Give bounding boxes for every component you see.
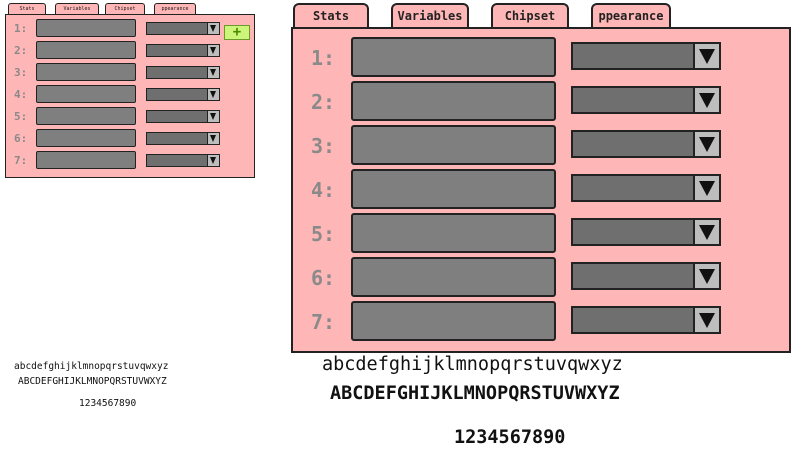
chevron-down-icon[interactable] bbox=[207, 155, 219, 166]
stats-panel: 1: 2: 3: 4: 5: 6: 7: bbox=[291, 27, 791, 353]
row-number: 7: bbox=[14, 154, 28, 167]
stat-row: 2: bbox=[293, 81, 789, 125]
chevron-down-icon[interactable] bbox=[693, 264, 719, 288]
tab-appearance[interactable]: ppearance bbox=[591, 3, 671, 27]
small-editor-panel: Stats Variables Chipset ppearance 1: + 2… bbox=[5, 3, 255, 178]
stat-row: 6: bbox=[293, 257, 789, 301]
small-font-sample-uppercase: ABCDEFGHIJKLMNOPQRSTUVWXYZ bbox=[18, 376, 167, 387]
stat-value-field[interactable] bbox=[36, 85, 136, 103]
stat-value-field[interactable] bbox=[351, 37, 556, 77]
row-number: 4: bbox=[311, 178, 336, 202]
chevron-down-icon[interactable] bbox=[207, 23, 219, 34]
stat-row: 5: bbox=[293, 213, 789, 257]
small-stat-row: 5: bbox=[6, 107, 254, 129]
stat-row: 3: bbox=[293, 125, 789, 169]
stat-type-select[interactable] bbox=[571, 174, 721, 202]
row-number: 6: bbox=[311, 266, 336, 290]
stat-value-field[interactable] bbox=[351, 301, 556, 341]
row-number: 5: bbox=[311, 222, 336, 246]
stat-type-select[interactable] bbox=[146, 132, 220, 145]
add-button[interactable]: + bbox=[224, 25, 250, 40]
row-number: 5: bbox=[14, 110, 28, 123]
chevron-down-icon[interactable] bbox=[693, 308, 719, 332]
small-stat-row: 2: bbox=[6, 41, 254, 63]
stat-type-select[interactable] bbox=[571, 262, 721, 290]
small-stat-row: 7: bbox=[6, 151, 254, 173]
stat-value-field[interactable] bbox=[36, 19, 136, 37]
stat-value-field[interactable] bbox=[36, 63, 136, 81]
small-font-sample-digits: 1234567890 bbox=[79, 398, 137, 409]
row-number: 7: bbox=[311, 310, 336, 334]
stat-type-select[interactable] bbox=[146, 66, 220, 79]
stat-row: 4: bbox=[293, 169, 789, 213]
chevron-down-icon[interactable] bbox=[693, 176, 719, 200]
small-tab-variables[interactable]: Variables bbox=[55, 3, 99, 14]
small-tab-stats[interactable]: Stats bbox=[8, 3, 46, 14]
stat-type-select[interactable] bbox=[571, 130, 721, 158]
large-editor-panel: Stats Variables Chipset ppearance 1: 2: … bbox=[291, 3, 791, 353]
chevron-down-icon[interactable] bbox=[207, 133, 219, 144]
chevron-down-icon[interactable] bbox=[207, 111, 219, 122]
chevron-down-icon[interactable] bbox=[693, 220, 719, 244]
small-tab-chipset[interactable]: Chipset bbox=[105, 3, 145, 14]
stat-type-select[interactable] bbox=[146, 154, 220, 167]
tab-variables[interactable]: Variables bbox=[391, 3, 469, 27]
chevron-down-icon[interactable] bbox=[207, 89, 219, 100]
font-sample-digits: 1234567890 bbox=[454, 427, 566, 448]
stat-row: 7: bbox=[293, 301, 789, 345]
chevron-down-icon[interactable] bbox=[693, 88, 719, 112]
stat-value-field[interactable] bbox=[36, 107, 136, 125]
stat-type-select[interactable] bbox=[146, 110, 220, 123]
stat-value-field[interactable] bbox=[36, 129, 136, 147]
row-number: 2: bbox=[14, 44, 28, 57]
stat-row: 1: bbox=[293, 37, 789, 81]
row-number: 2: bbox=[311, 90, 336, 114]
stat-value-field[interactable] bbox=[351, 169, 556, 209]
stat-value-field[interactable] bbox=[351, 213, 556, 253]
stat-type-select[interactable] bbox=[146, 88, 220, 101]
chevron-down-icon[interactable] bbox=[693, 44, 719, 68]
small-font-sample-lowercase: abcdefghijklmnopqrstuvqwxyz bbox=[14, 361, 169, 372]
stat-type-select[interactable] bbox=[571, 86, 721, 114]
stat-type-select[interactable] bbox=[146, 44, 220, 57]
stat-value-field[interactable] bbox=[351, 257, 556, 297]
stat-type-select[interactable] bbox=[571, 306, 721, 334]
font-sample-lowercase: abcdefghijklmnopqrstuvqwxyz bbox=[322, 354, 623, 375]
stat-value-field[interactable] bbox=[36, 41, 136, 59]
row-number: 1: bbox=[14, 22, 28, 35]
small-stat-row: 6: bbox=[6, 129, 254, 151]
row-number: 3: bbox=[311, 134, 336, 158]
stat-type-select[interactable] bbox=[571, 218, 721, 246]
small-tab-appearance[interactable]: ppearance bbox=[154, 3, 196, 14]
row-number: 6: bbox=[14, 132, 28, 145]
small-stat-row: 4: bbox=[6, 85, 254, 107]
stat-value-field[interactable] bbox=[351, 125, 556, 165]
small-stat-row: 3: bbox=[6, 63, 254, 85]
chevron-down-icon[interactable] bbox=[207, 67, 219, 78]
chevron-down-icon[interactable] bbox=[693, 132, 719, 156]
stat-value-field[interactable] bbox=[36, 151, 136, 169]
small-stats-panel: 1: + 2: 3: 4: 5: 6: bbox=[5, 14, 255, 178]
stat-type-select[interactable] bbox=[146, 22, 220, 35]
tab-stats[interactable]: Stats bbox=[293, 3, 369, 27]
tab-chipset[interactable]: Chipset bbox=[491, 3, 569, 27]
row-number: 4: bbox=[14, 88, 28, 101]
stat-value-field[interactable] bbox=[351, 81, 556, 121]
stat-type-select[interactable] bbox=[571, 42, 721, 70]
row-number: 3: bbox=[14, 66, 28, 79]
small-stat-row: 1: + bbox=[6, 19, 254, 41]
font-sample-uppercase: ABCDEFGHIJKLMNOPQRSTUVWXYZ bbox=[330, 383, 620, 404]
row-number: 1: bbox=[311, 46, 336, 70]
chevron-down-icon[interactable] bbox=[207, 45, 219, 56]
